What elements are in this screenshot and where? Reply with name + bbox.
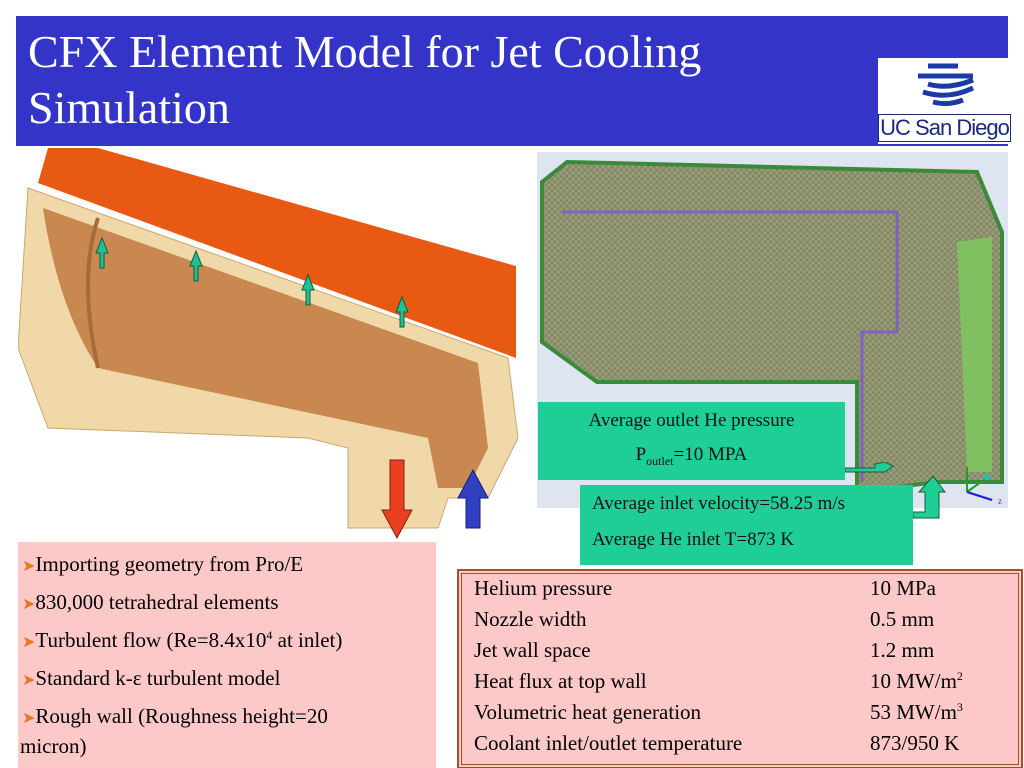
inlet-temperature: Average He inlet T=873 K xyxy=(592,529,795,550)
p-subscript: outlet xyxy=(646,453,674,468)
bullet-item-continued: micron) xyxy=(20,734,87,758)
arrow-bullet-icon: ➤ xyxy=(22,710,36,727)
outlet-pressure-value: Poutlet=10 MPA xyxy=(538,444,845,469)
logo-wave-icon xyxy=(918,63,975,107)
p-symbol: P xyxy=(635,444,647,465)
inlet-velocity: Average inlet velocity=58.25 m/s xyxy=(592,493,846,514)
axis-z-label: z xyxy=(998,496,1002,506)
outlet-pressure-callout: Average outlet He pressure Poutlet=10 MP… xyxy=(538,402,845,480)
arrow-bullet-icon: ➤ xyxy=(22,672,36,689)
p-value: =10 MPA xyxy=(673,444,748,465)
outlet-pressure-label: Average outlet He pressure xyxy=(588,410,795,431)
bullet-list: ➤Importing geometry from Pro/E ➤830,000 … xyxy=(18,542,436,768)
bullet-item: ➤830,000 tetrahedral elements xyxy=(22,590,279,614)
callout-arrows xyxy=(845,462,946,519)
logo-text: UC San Diego xyxy=(878,114,1011,142)
slide-title: CFX Element Model for Jet Cooling Simula… xyxy=(28,26,702,133)
bullet-item: ➤Standard k-ε turbulent model xyxy=(22,666,281,690)
arrow-bullet-icon: ➤ xyxy=(22,634,36,651)
bullet-item: ➤Importing geometry from Pro/E xyxy=(22,552,304,576)
arrow-bullet-icon: ➤ xyxy=(22,596,36,613)
axis-triad-icon xyxy=(966,467,993,501)
inlet-callout: Average inlet velocity=58.25 m/s Average… xyxy=(580,485,913,565)
arrow-bullet-icon: ➤ xyxy=(22,558,36,575)
title-bar: CFX Element Model for Jet Cooling Simula… xyxy=(16,16,1011,146)
cad-cross-section-image xyxy=(18,148,519,540)
bullet-item: ➤Turbulent flow (Re=8.4x104 at inlet) xyxy=(22,628,343,652)
bullet-item: ➤Rough wall (Roughness height=20 xyxy=(22,704,328,728)
ucsd-logo: UC San Diego xyxy=(878,58,1011,144)
